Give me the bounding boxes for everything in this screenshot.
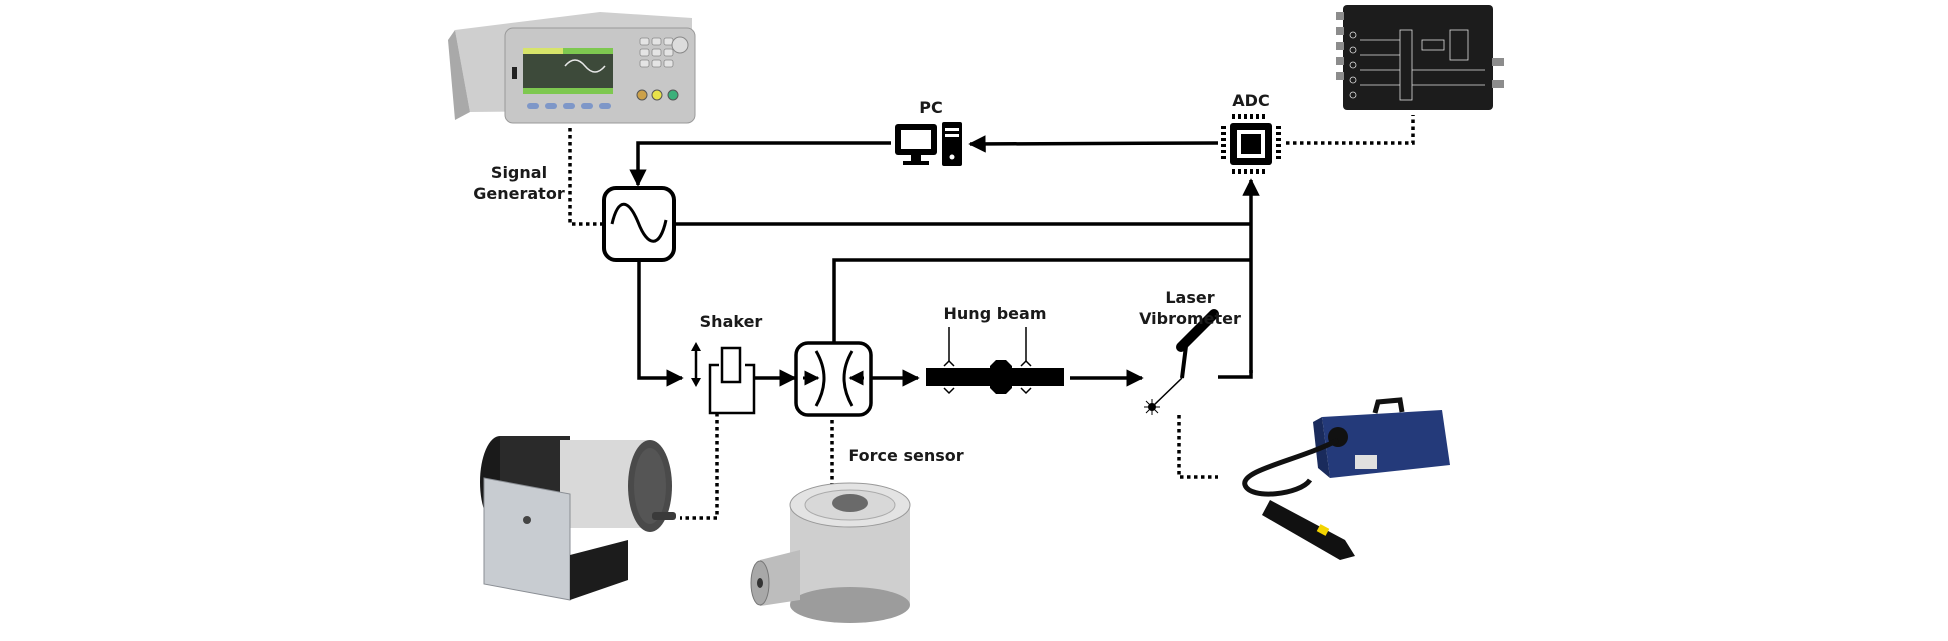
pc-icon [895,122,962,166]
laser-vibrometer-photo [1242,397,1450,560]
generator-photo-connector [568,128,604,226]
force-sensor-photo [750,482,911,623]
laser-vibrometer-label-line2: Vibrometer [1139,309,1241,328]
signal-generator-symbol [602,186,676,262]
shaker-photo-connector [680,413,719,520]
connection-lines [629,135,1260,387]
signal-generator-label-line2: Generator [473,184,565,203]
adc-to-pc-line [968,135,1219,153]
laser-to-adc-line [1218,370,1253,379]
hung-beam-label: Hung beam [944,304,1047,323]
shaker-label: Shaker [700,312,763,331]
force-sensor-symbol [794,341,873,417]
force-sensor-to-adc-line [832,258,1251,343]
adc-board-photo [1336,5,1504,110]
laser-vibrometer-symbol [1144,309,1219,415]
adc-photo-connector [1286,115,1415,145]
pc-to-generator-line [629,141,891,187]
signal-generator-photo [448,12,696,124]
laser-vibrometer-label-line1: Laser [1165,288,1214,307]
hung-beam-symbol [926,327,1064,395]
pc-label: PC [919,98,942,117]
signal-generator-label-line1: Signal [491,163,547,182]
shaker-photo [480,436,676,601]
adc-chip-icon [1221,114,1281,174]
generator-to-shaker-line [637,260,684,387]
dotted-connectors [568,115,1415,520]
laser-photo-connector [1177,415,1218,479]
force-sensor-label: Force sensor [848,446,963,465]
adc-label: ADC [1232,91,1269,110]
shaker-symbol [691,342,756,415]
